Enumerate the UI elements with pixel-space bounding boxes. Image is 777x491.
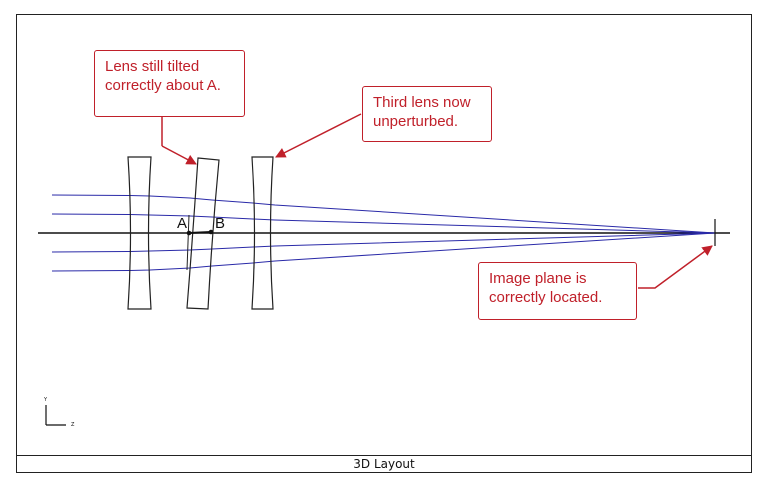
axis-indicator	[45, 405, 66, 426]
lens-2-tilt-reference	[186, 214, 190, 271]
callout-image-plane: Image plane is correctly located.	[478, 262, 637, 320]
point-label-a: A	[177, 215, 188, 232]
footer-divider	[16, 455, 752, 456]
lens-2-tilted	[186, 157, 220, 310]
arrow-third-lens	[275, 113, 362, 158]
arrow-image-plane	[638, 245, 713, 289]
callout-lens-tilted-line-1: Lens still tilted	[105, 58, 200, 75]
ray-2	[51, 213, 716, 234]
pivot-link	[188, 231, 212, 234]
window-footer-title: 3D Layout	[353, 457, 415, 471]
arrow-lens-tilted-head	[161, 145, 197, 165]
callout-third-lens-line-2: unperturbed.	[373, 113, 459, 130]
axis-label-vertical: Y	[44, 397, 48, 403]
callout-lens-tilted-line-2: correctly about A.	[105, 77, 221, 94]
lens-1	[127, 156, 152, 310]
point-label-b: B	[215, 215, 226, 232]
ray-1	[51, 194, 716, 234]
pivot-point-a	[186, 230, 192, 236]
callout-third-lens: Third lens now unperturbed.	[362, 86, 492, 142]
ray-3	[51, 232, 716, 253]
lens-3	[251, 156, 274, 310]
layout-frame	[16, 14, 752, 473]
callout-image-plane-line-1: Image plane is	[489, 270, 587, 287]
callout-lens-tilted: Lens still tilted correctly about A.	[94, 50, 245, 117]
axis-label-horizontal: Z	[71, 422, 75, 428]
callout-image-plane-line-2: correctly located.	[489, 289, 603, 306]
pivot-point-b	[208, 229, 214, 235]
callout-third-lens-line-1: Third lens now	[373, 94, 471, 111]
